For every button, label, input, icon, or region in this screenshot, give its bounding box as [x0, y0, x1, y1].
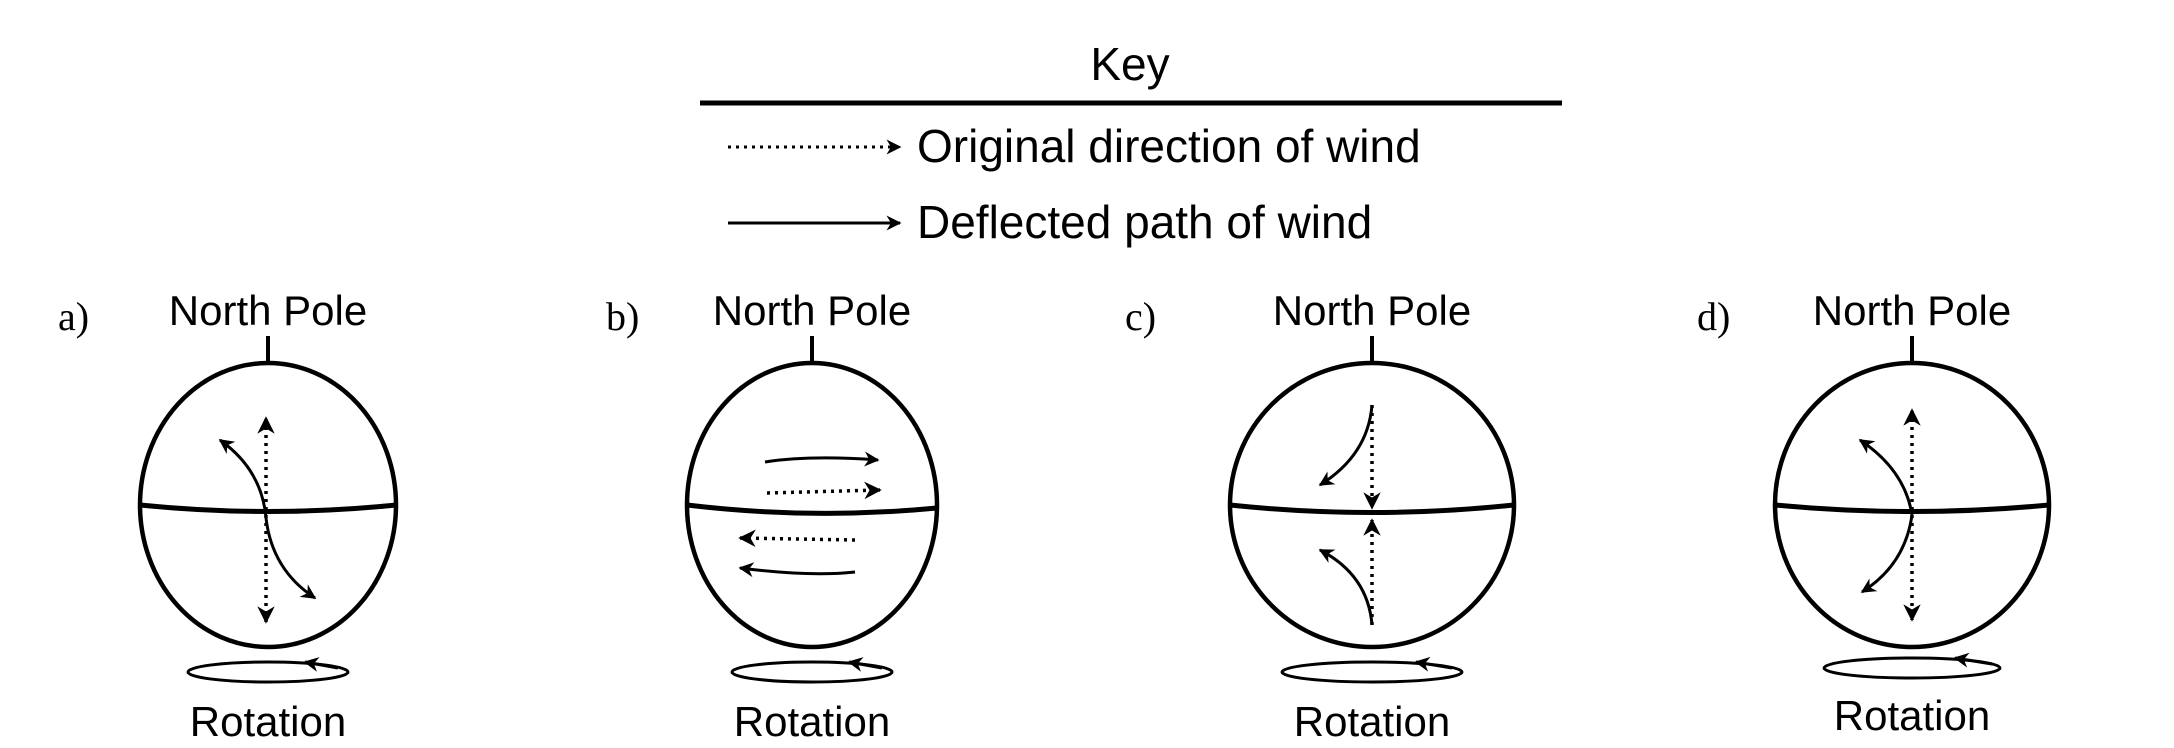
equator: [1229, 502, 1515, 515]
panel-a: a) North Pole Rotation: [58, 287, 399, 745]
north-pole-label: North Pole: [713, 287, 911, 334]
panel-c: c) North Pole Rotation: [1125, 287, 1517, 745]
rotation-arrow: [1953, 652, 1993, 668]
equator: [139, 502, 397, 514]
rotation-arrow: [1414, 656, 1453, 672]
legend: Key Original direction of wind Deflected…: [700, 38, 1562, 248]
deflected-wind-north-arrow: [764, 451, 880, 467]
equator: [686, 502, 938, 516]
rotation-ellipse: [186, 660, 350, 684]
original-wind-south-arrow: [738, 529, 856, 548]
rotation-label: Rotation: [190, 698, 346, 745]
deflected-wind-south-arrow: [1318, 548, 1374, 626]
deflected-wind-south-arrow: [1860, 514, 1914, 594]
deflected-wind-south-arrow: [738, 562, 856, 578]
legend-original-label: Original direction of wind: [917, 120, 1421, 172]
globe: [684, 360, 940, 650]
deflected-wind-north-arrow: [1318, 404, 1374, 487]
rotation-arrow: [847, 657, 883, 672]
deflected-wind-south-arrow: [264, 517, 317, 600]
north-pole-label: North Pole: [169, 287, 367, 334]
deflected-wind-north-arrow: [1858, 438, 1914, 516]
rotation-arrow: [303, 657, 339, 672]
north-pole-label: North Pole: [1273, 287, 1471, 334]
rotation-ellipse: [1280, 660, 1464, 684]
legend-deflected-label: Deflected path of wind: [917, 196, 1372, 248]
rotation-label: Rotation: [1294, 698, 1450, 745]
legend-title: Key: [1090, 38, 1169, 90]
panel-d: d) North Pole Rotation: [1697, 287, 2052, 739]
panel-letter: b): [606, 294, 639, 339]
panel-letter: c): [1125, 294, 1156, 339]
north-pole-label: North Pole: [1813, 287, 2011, 334]
rotation-ellipse: [1822, 656, 2002, 680]
original-wind-north-arrow: [766, 481, 882, 500]
rotation-label: Rotation: [1834, 692, 1990, 739]
globe: [137, 360, 399, 650]
deflected-wind-north-arrow: [218, 438, 268, 519]
panel-letter: a): [58, 294, 89, 339]
panel-letter: d): [1697, 294, 1730, 339]
rotation-label: Rotation: [734, 698, 890, 745]
panel-b: b) North Pole Rotation: [606, 287, 940, 745]
rotation-ellipse: [730, 660, 894, 684]
